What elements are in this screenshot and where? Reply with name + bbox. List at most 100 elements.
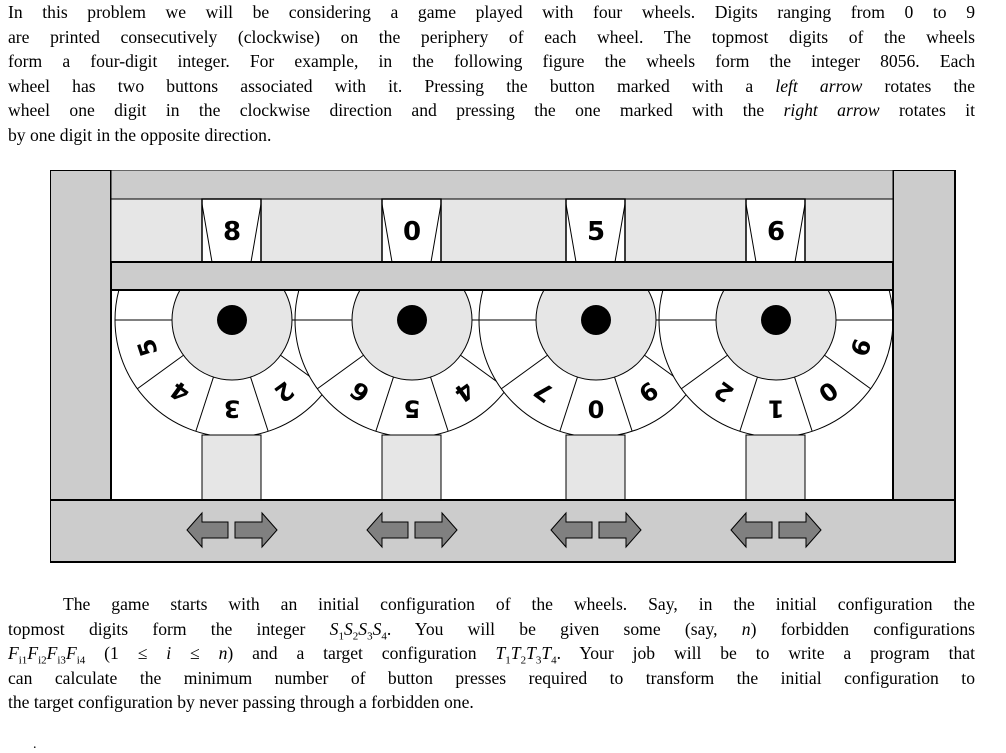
text-line: by one digit in the opposite direction. <box>8 123 975 148</box>
text-line: Fi1Fi2Fi3Fi4 (1 ≤ i ≤ n) and a target co… <box>8 641 975 666</box>
text-span: ≤ <box>171 643 219 664</box>
subscript: 1 <box>338 630 344 643</box>
text-span: are printed consecutively (clockwise) on… <box>8 26 975 47</box>
segment-divider <box>250 376 269 432</box>
text-span: rotates the <box>862 75 976 96</box>
italic-text: T <box>510 643 521 664</box>
text-span: The game starts with an initial configur… <box>63 594 975 614</box>
wheel-stem <box>381 434 442 501</box>
segment-divider <box>317 354 364 390</box>
segment-divider <box>614 376 633 432</box>
italic-text: S <box>372 618 382 639</box>
left-arrow-button-1[interactable] <box>186 511 229 549</box>
segment-divider <box>739 376 758 432</box>
text-span: form a four-digit integer. For example, … <box>8 51 975 72</box>
italic-text: T <box>541 643 552 664</box>
axle-icon <box>581 305 611 335</box>
subscript: i3 <box>57 654 66 667</box>
digit-window-1: 8 <box>201 198 262 263</box>
wheel-digit: 0 <box>588 395 605 423</box>
text-span: (1 ≤ <box>85 643 167 664</box>
subscript: 1 <box>505 654 511 667</box>
segment-divider <box>794 376 813 432</box>
segment-divider <box>195 376 214 432</box>
left-arrow-button-3[interactable] <box>550 511 593 549</box>
intro-paragraph: In this problem we will be considering a… <box>8 0 975 148</box>
italic-text: S <box>329 618 339 639</box>
subscript: 3 <box>535 654 542 667</box>
subscript: 2 <box>520 654 527 667</box>
middle-bar <box>110 261 894 291</box>
text-line: wheel one digit in the clockwise directi… <box>8 98 975 123</box>
wheel-1: 72345 <box>114 290 350 438</box>
text-span: wheel has two buttons associated with it… <box>8 75 776 96</box>
text-span: ) and a target configuration <box>227 643 496 664</box>
top-digit: 8 <box>223 217 241 247</box>
italic-text: F <box>65 643 77 664</box>
subscript: i2 <box>38 654 47 667</box>
game-description-paragraph: The game starts with an initial configur… <box>8 592 975 715</box>
subscript: i4 <box>76 654 86 667</box>
top-digit: 5 <box>587 217 605 247</box>
top-bar <box>110 170 894 200</box>
segment-divider <box>430 376 449 432</box>
text-span: can calculate the minimum number of butt… <box>8 667 975 688</box>
text-span: wheel one digit in the clockwise directi… <box>8 100 784 121</box>
segment-divider <box>681 354 728 390</box>
text-span: rotates it <box>879 100 976 121</box>
right-panel <box>892 170 956 501</box>
left-arrow-button-4[interactable] <box>730 511 773 549</box>
digit-window-2: 0 <box>381 198 442 263</box>
segment-divider <box>824 354 871 390</box>
right-arrow-button-3[interactable] <box>598 511 642 549</box>
italic-text: T <box>526 643 536 664</box>
wheels-figure: 72345345689079012 8 0 5 6 <box>50 170 956 563</box>
right-arrow-button-4[interactable] <box>778 511 822 549</box>
wheel-2: 3456 <box>294 290 530 438</box>
axle-icon <box>761 305 791 335</box>
right-arrow-button-2[interactable] <box>414 511 458 549</box>
text-span: ) forbidden configurations <box>750 618 975 639</box>
subscript: 4 <box>551 654 557 667</box>
text-span: . You will be given some (say, <box>386 618 742 639</box>
axle-icon <box>397 305 427 335</box>
text-line: The game starts with an initial configur… <box>8 592 975 617</box>
wheel-digit: 3 <box>224 395 241 423</box>
wheel-digit: 1 <box>768 395 785 423</box>
digit-window-4: 6 <box>745 198 806 263</box>
text-span: In this problem we will be considering a… <box>8 2 975 22</box>
italic-text: left arrow <box>775 75 863 96</box>
right-arrow-button-1[interactable] <box>234 511 278 549</box>
wheel-stem <box>565 434 626 501</box>
text-line: the target configuration by never passin… <box>8 690 975 715</box>
subscript: 2 <box>352 630 359 643</box>
italic-text: i <box>166 643 172 664</box>
digit-window-3: 5 <box>565 198 626 263</box>
wheel-digit: 5 <box>404 395 421 423</box>
text-line: topmost digits form the integer S1S2S3S4… <box>8 617 975 642</box>
italic-text: right arrow <box>783 100 880 121</box>
left-panel <box>50 170 112 501</box>
italic-text: n <box>741 618 751 639</box>
text-span: . Your job will be to write a program th… <box>556 643 975 664</box>
text-line: are printed consecutively (clockwise) on… <box>8 25 975 50</box>
segment-divider <box>137 354 184 390</box>
italic-text: S <box>358 618 368 639</box>
text-line: can calculate the minimum number of butt… <box>8 666 975 691</box>
subscript: 4 <box>381 630 387 643</box>
text-span: topmost digits form the integer <box>8 618 330 639</box>
subscript: 3 <box>367 630 373 643</box>
text-line: form a four-digit integer. For example, … <box>8 49 975 74</box>
axle-icon <box>217 305 247 335</box>
top-digit: 6 <box>767 217 785 247</box>
segment-divider <box>375 376 394 432</box>
italic-text: F <box>27 643 39 664</box>
subscript: i1 <box>18 654 28 667</box>
wheel-3: 8907 <box>478 290 714 438</box>
top-digit: 0 <box>403 217 421 247</box>
left-arrow-button-2[interactable] <box>366 511 409 549</box>
italic-text: F <box>8 643 19 664</box>
text-line: In this problem we will be considering a… <box>8 0 975 25</box>
italic-text: n <box>218 643 228 664</box>
